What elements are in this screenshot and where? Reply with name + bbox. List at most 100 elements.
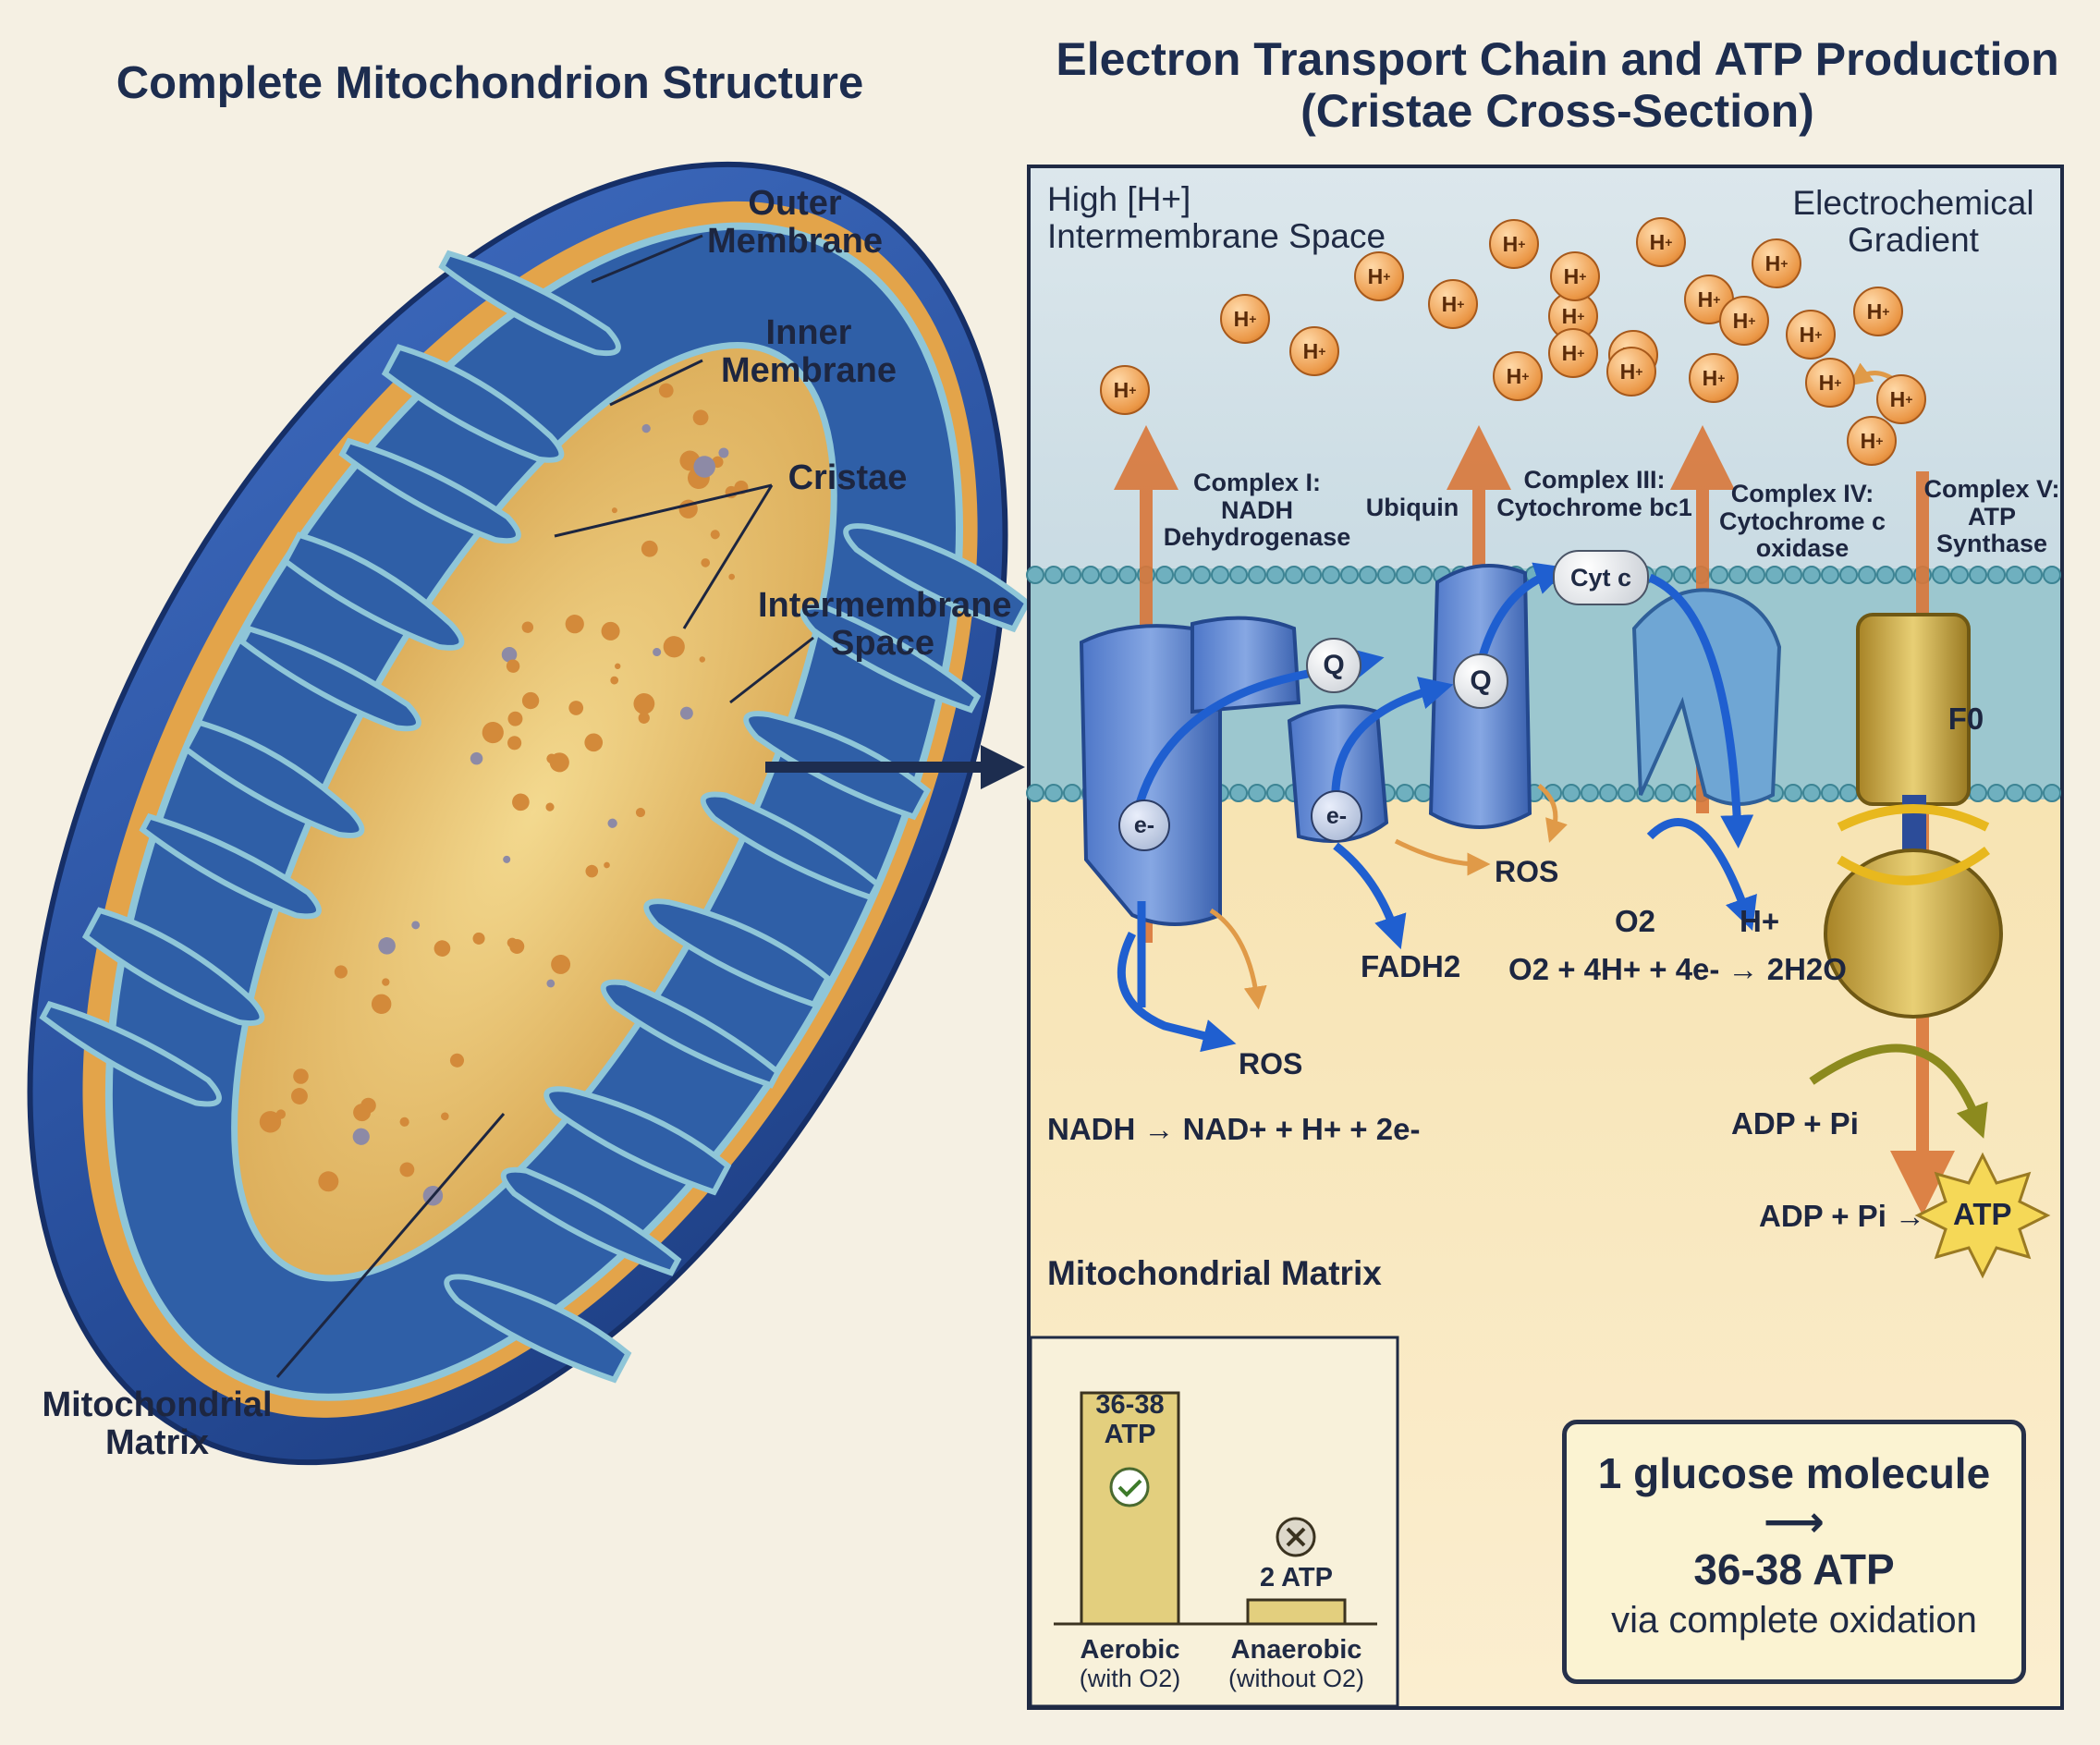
lipid-head [1155,566,1174,584]
matrix-particles [259,383,749,1206]
matrix-granule [610,676,619,685]
lipid-head [1802,566,1821,584]
atp-synthesis-arrow [1809,1043,1988,1139]
matrix-granule [399,1117,409,1127]
lipid-head [1396,784,1414,802]
summary-line-3: via complete oxidation [1611,1600,1977,1641]
matrix-granule [638,712,650,724]
summary-box: 1 glucose molecule ⟶ 36-38 ATP via compl… [1562,1420,2026,1684]
matrix-granule [449,1053,464,1068]
lipid-head [2024,784,2043,802]
aerobic-name: Aerobic (with O2) [1079,1635,1181,1692]
summary-line-2: 36-38 ATP [1693,1545,1895,1593]
matrix-granule [275,1109,287,1119]
aerobic-value-label: 36-38 ATP [1095,1390,1165,1449]
equation-adp-to-atp: ADP + Pi → [1759,1199,1926,1233]
crista-fold [643,898,832,1008]
matrix-granule [472,932,485,945]
left-leader-lines [275,234,814,1378]
crista-fold [700,791,882,901]
matrix-granule [607,818,617,828]
matrix-granule [635,807,646,818]
crista-fold [800,604,982,714]
lipid-head [1821,784,1839,802]
matrix-granule [470,751,483,765]
matrix-granule [433,940,451,957]
matrix-granule [718,447,729,458]
proton-h-plus: H+ [1100,365,1150,415]
lipid-head [1322,566,1340,584]
lipid-head [1118,566,1137,584]
f1-subunit [1824,848,2003,1019]
matrix-granule [728,573,736,580]
lipid-head [1303,566,1322,584]
equation-water: O2 + 4H+ + 4e- → 2H2O [1508,952,1847,986]
atp-burst [1914,1152,2051,1279]
atp-synthase [1824,613,2003,1019]
lipid-head [2006,566,2024,584]
label-ubiquinone: Ubiquin [1365,494,1459,521]
label-mitochondrial-matrix-panel: Mitochondrial Matrix [1047,1254,1382,1292]
electron-flow-arrows [1117,562,1757,1053]
ros-label-2: ROS [1495,855,1559,888]
proton-h-plus: H+ [1805,358,1855,408]
matrix-granule [641,423,651,433]
lipid-head [1285,566,1303,584]
lipid-head [1396,566,1414,584]
electron-complex-i: e- [1118,799,1170,851]
lipid-head [1562,784,1581,802]
lipid-head [2006,784,2024,802]
lipid-head [1932,566,1950,584]
matrix-granule [679,706,693,720]
ubiquinone-q1: Q [1306,638,1361,693]
matrix-granule [352,1128,370,1145]
lipid-head [1950,566,1969,584]
matrix-granule [482,721,504,744]
matrix-granule [507,736,522,750]
matrix-granule [633,693,655,714]
lipid-head [1377,566,1396,584]
proton-h-plus: H+ [1548,291,1598,341]
lipid-head [1673,784,1691,802]
matrix-granule [378,937,396,955]
lipid-head [1802,784,1821,802]
anaerobic-value-label: 2 ATP [1260,1563,1333,1592]
matrix-granule [584,733,604,752]
matrix-granule [663,636,685,658]
matrix-granule [501,647,518,663]
lipid-head [1784,784,1802,802]
label-fo: F0 [1947,702,1984,736]
lipid-head [1747,566,1765,584]
lipid-head [1895,566,1913,584]
matrix-granule [551,955,571,974]
proton-h-plus: H+ [1684,275,1734,324]
bar-aerobic [1080,1391,1180,1626]
matrix-granule [615,663,621,669]
lipid-head [1359,566,1377,584]
crista-fold [543,1086,732,1196]
crista-fold [444,1274,632,1384]
lipid-head [1414,784,1433,802]
matrix-granule [521,621,534,633]
proton-h-plus: H+ [1220,294,1270,344]
label-atp: ATP [1953,1197,2012,1231]
matrix-granule [521,691,540,710]
ros-label-1: ROS [1239,1047,1303,1080]
matrix-granule [565,615,584,634]
crista-fold [500,1166,682,1276]
lipid-head [1839,784,1858,802]
ubiquinone-q2: Q [1453,653,1508,709]
lipid-head [1969,784,1987,802]
matrix-granule [641,540,658,557]
matrix-granule [658,383,674,398]
lipid-head [1229,566,1248,584]
lipid-head [1876,566,1895,584]
lipid-head [1044,566,1063,584]
proton-h-plus: H+ [1876,374,1926,424]
lipid-head [1987,566,2006,584]
